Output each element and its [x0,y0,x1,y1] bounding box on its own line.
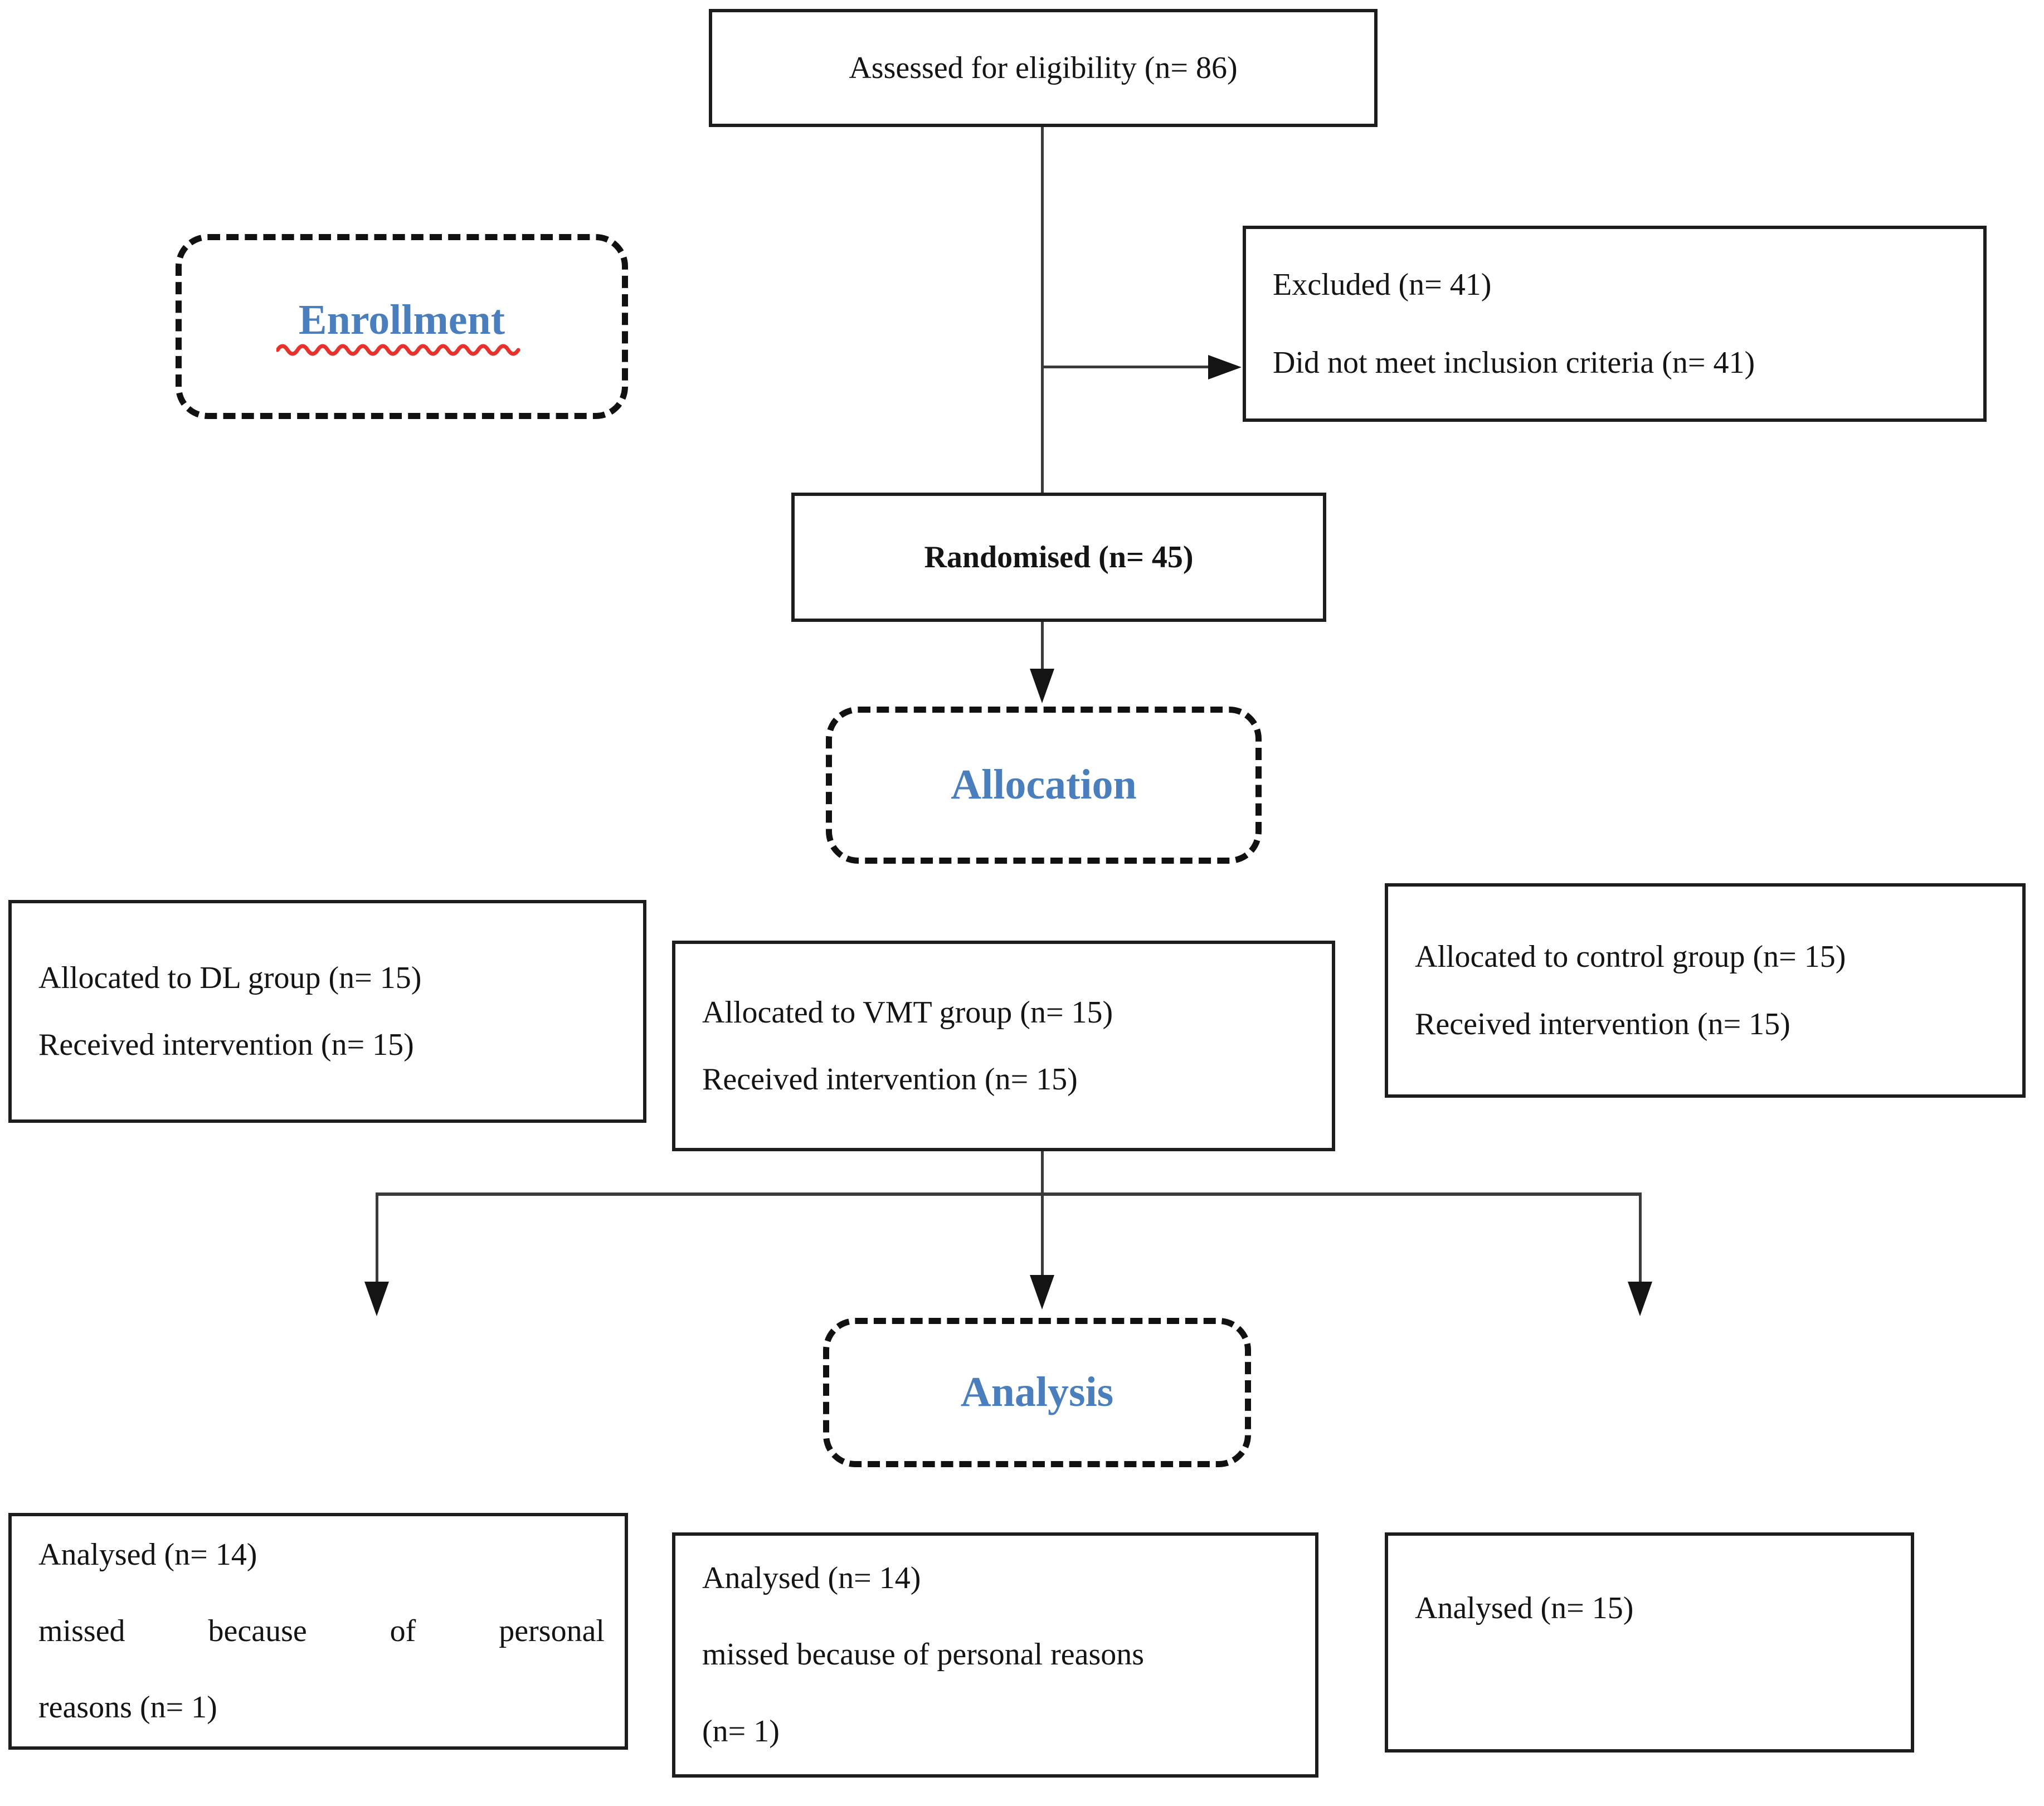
enrollment-stage-box: Enrollment [176,234,628,419]
right-analysis-arrowhead-icon [1628,1282,1652,1316]
connector-right-drop [1639,1196,1642,1284]
connector-vmt-stub [1041,1151,1044,1194]
connector-mid-drop [1041,1196,1044,1277]
analysis-label: Analysis [960,1369,1114,1416]
randomised-box: Randomised (n= 45) [791,493,1326,622]
analysed-dl-line1: Analysed (n= 14) [38,1537,257,1572]
randomised-text: Randomised (n= 45) [924,540,1194,575]
allocation-arrowhead-icon [1030,669,1054,703]
allocation-label: Allocation [951,761,1137,809]
left-analysis-arrowhead-icon [364,1282,389,1316]
alloc-control-box: Allocated to control group (n= 15) Recei… [1385,883,2026,1098]
alloc-control-line2: Received intervention (n= 15) [1415,1006,1790,1041]
assessed-box: Assessed for eligibility (n= 86) [709,9,1378,127]
analysis-stage-box: Analysis [823,1318,1251,1467]
alloc-control-line1: Allocated to control group (n= 15) [1415,939,1846,975]
connector-assessed-to-randomised [1041,127,1044,494]
excluded-line2: Did not meet inclusion criteria (n= 41) [1273,345,1755,380]
excluded-line1: Excluded (n= 41) [1273,267,1492,302]
excluded-arrowhead-icon [1208,355,1242,379]
enrollment-label: Enrollment [298,296,505,344]
analysed-control-line1: Analysed (n= 15) [1415,1591,1634,1625]
spellcheck-squiggle-icon [276,344,520,356]
alloc-vmt-line1: Allocated to VMT group (n= 15) [702,995,1113,1030]
allocation-stage-box: Allocation [826,707,1262,864]
analysed-vmt-line2: missed because of personal reasons [702,1637,1145,1672]
connector-excluded-branch [1042,366,1209,368]
assessed-text: Assessed for eligibility (n= 86) [849,51,1238,85]
analysed-vmt-line1: Analysed (n= 14) [702,1561,921,1596]
alloc-vmt-box: Allocated to VMT group (n= 15) Received … [672,941,1335,1151]
connector-horizontal-bar [376,1192,1642,1196]
analysed-dl-box: Analysed (n= 14) missed because of perso… [8,1513,628,1750]
excluded-box: Excluded (n= 41) Did not meet inclusion … [1243,226,1987,422]
alloc-dl-line1: Allocated to DL group (n= 15) [38,960,422,995]
analysed-vmt-line3: (n= 1) [702,1713,780,1749]
mid-analysis-arrowhead-icon [1030,1275,1054,1310]
connector-randomised-to-allocation [1041,622,1044,672]
alloc-dl-box: Allocated to DL group (n= 15) Received i… [8,900,646,1123]
connector-left-drop [376,1196,378,1284]
analysed-dl-line3: reasons (n= 1) [38,1690,217,1725]
analysed-dl-line2: missed because of personal [38,1613,605,1648]
analysed-control-box: Analysed (n= 15) [1385,1532,1914,1753]
alloc-vmt-line2: Received intervention (n= 15) [702,1062,1078,1097]
alloc-dl-line2: Received intervention (n= 15) [38,1028,414,1062]
analysed-vmt-box: Analysed (n= 14) missed because of perso… [672,1532,1318,1778]
